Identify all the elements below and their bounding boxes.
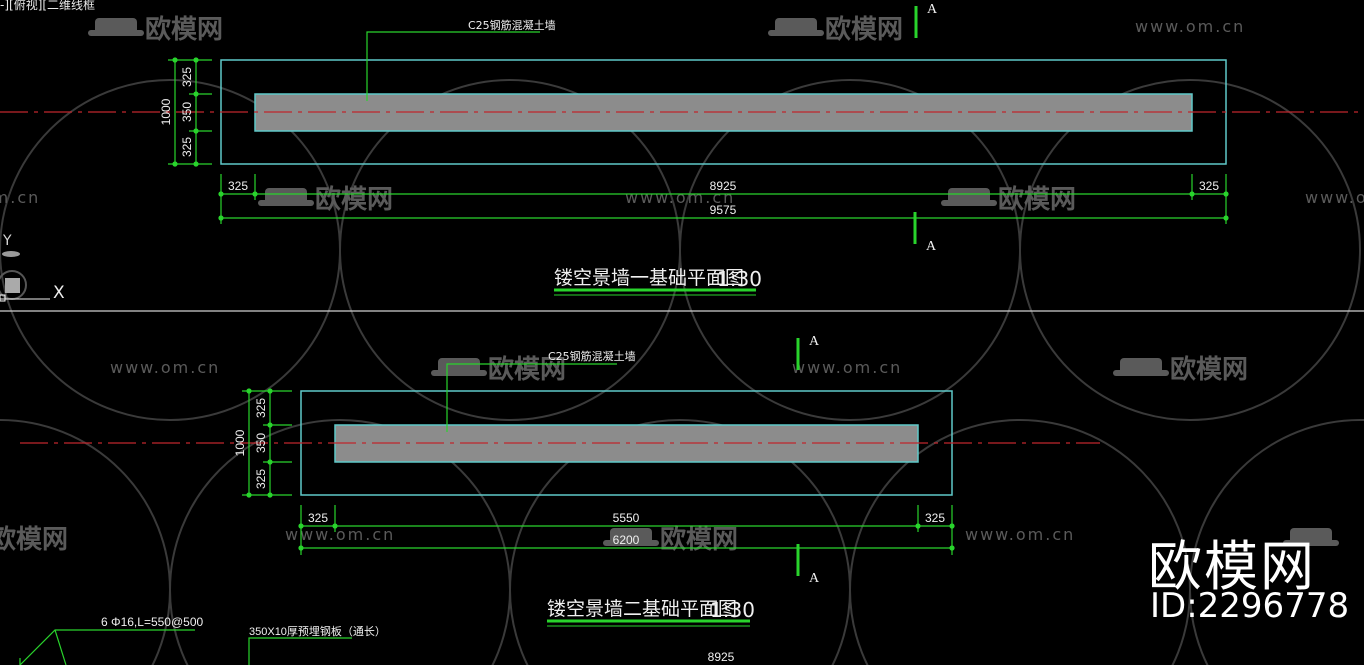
plan2-scale: 1:30	[710, 598, 755, 622]
plan2-dim-right: 325	[925, 511, 945, 525]
plan2-section-label-bottom: A	[809, 571, 820, 586]
ucs-icon: Y X	[0, 233, 65, 303]
sofa-logo-icon	[88, 18, 1339, 546]
rebar-label: 6 Φ16,L=550@500	[101, 615, 203, 629]
plan2-section-label-top: A	[809, 334, 820, 349]
plan2-dim-top: 325	[254, 398, 268, 418]
plan2-dim-center: 5550	[613, 511, 640, 525]
watermark-logo: 欧模网	[145, 14, 223, 45]
viewport-label[interactable]: -][俯视][二维线框	[0, 0, 96, 12]
watermark-logo: 欧模网	[1170, 354, 1248, 385]
plan2-dim-left: 325	[308, 511, 328, 525]
plan1-callout-text: C25钢筋混凝土墙	[468, 18, 556, 32]
plan2-dim-middle: 350	[254, 433, 268, 453]
plan1-drawing[interactable]: 1000 325 350 325 325 8925 325 9575 C25钢筋…	[0, 2, 1364, 296]
watermark-url: www.om.cn	[965, 525, 1075, 544]
brand-id: ID:2296778	[1150, 586, 1350, 626]
watermark-logo: 欧模网	[315, 184, 393, 215]
watermark-url: www.om.cn	[1305, 188, 1364, 207]
plan1-section-label-top: A	[927, 2, 938, 17]
watermark-url: www.om.cn	[110, 358, 220, 377]
plan2-dim-bottom: 325	[254, 469, 268, 489]
watermark-texts: 欧模网 欧模网 欧模网 欧模网 欧模网 欧模网 欧模网 欧模网 www.om.c…	[0, 14, 1364, 555]
watermark-url: www.om.cn	[285, 525, 395, 544]
rebar-leader	[19, 629, 195, 665]
plan2-dim-total-length: 6200	[613, 533, 640, 547]
section-drawing[interactable]: 6 Φ16,L=550@500 350X10厚预埋钢板（通长） 8925	[19, 615, 735, 665]
plan1-dim-left: 325	[228, 179, 248, 193]
plan2-title: 镂空景墙二基础平面图	[547, 598, 737, 620]
watermark-logo: 欧模网	[998, 184, 1076, 215]
plan1-title: 镂空景墙一基础平面图	[554, 267, 744, 289]
plan1-section-label-bottom: A	[926, 239, 937, 254]
plan1-dim-right: 325	[1199, 179, 1219, 193]
plan1-dim-top: 325	[180, 67, 194, 87]
watermark-url: www.om.cn	[1135, 17, 1245, 36]
plan1-dim-bottom: 325	[180, 137, 194, 157]
svg-text:X: X	[53, 283, 65, 303]
plan2-dim-total-height: 1000	[233, 429, 247, 456]
plate-leader	[248, 637, 352, 665]
brand-name: 欧模网	[1148, 535, 1316, 598]
plan1-dim-total-length: 9575	[710, 203, 737, 217]
watermark-logo: 欧模网	[488, 354, 566, 385]
watermark-logo: 欧模网	[660, 524, 738, 555]
watermark-logo: 欧模网	[825, 14, 903, 45]
svg-text:Y: Y	[2, 233, 12, 249]
plan1-dim-middle: 350	[180, 102, 194, 122]
watermark-url: www.om.cn	[625, 188, 735, 207]
watermark-logo: 欧模网	[0, 524, 68, 555]
plan2-drawing[interactable]: 1000 325 350 325 325 5550 325 6200 C25钢筋…	[20, 334, 1100, 627]
watermark-arcs	[0, 79, 1364, 665]
section-dim-bottom: 8925	[708, 650, 735, 664]
plan1-dim-total-height: 1000	[159, 98, 173, 125]
plan1-dim-center: 8925	[710, 179, 737, 193]
plan1-scale: 1:30	[717, 267, 762, 291]
plan2-callout-leader	[446, 363, 617, 432]
plate-label: 350X10厚预埋钢板（通长）	[249, 624, 386, 638]
watermark-url: www.om.cn	[792, 358, 902, 377]
plan1-callout-leader	[366, 31, 540, 101]
watermark-url: www.om.cn	[0, 188, 40, 207]
plan2-callout-text: C25钢筋混凝土墙	[548, 349, 636, 363]
